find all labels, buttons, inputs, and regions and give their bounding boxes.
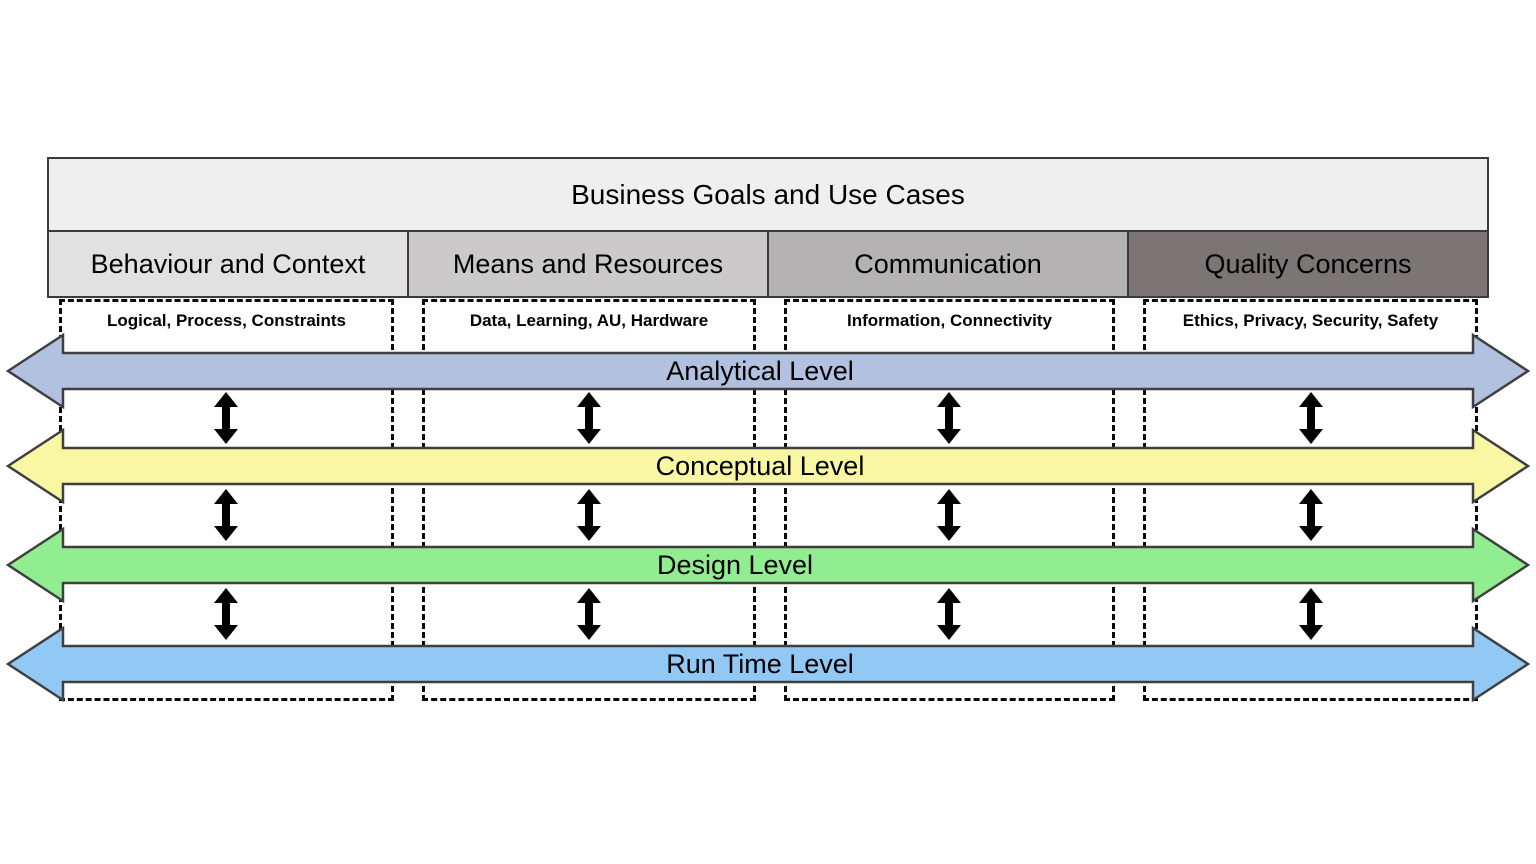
column-sublabel: Logical, Process, Constraints [106, 311, 346, 330]
column-header-behaviour-and-context: Behaviour and Context [49, 232, 409, 296]
vertical-double-arrow-icon [212, 489, 240, 541]
vertical-double-arrow-icon [935, 489, 963, 541]
vertical-double-arrow-icon [212, 392, 240, 444]
vertical-double-arrow-icon [1297, 392, 1325, 444]
column-sublabel: Data, Learning, AU, Hardware [469, 311, 709, 330]
level-band-analytical: Analytical Level [0, 331, 1536, 411]
column-sublabel: Ethics, Privacy, Security, Safety [1182, 311, 1439, 330]
column-header-means-and-resources: Means and Resources [409, 232, 769, 296]
level-label: Conceptual Level [656, 451, 865, 481]
double-arrow-horizontal-icon [5, 427, 1531, 505]
double-arrow-horizontal-icon [5, 526, 1531, 604]
vertical-double-arrow-icon [575, 489, 603, 541]
vertical-double-arrow-icon [212, 588, 240, 640]
vertical-double-arrow-icon [575, 392, 603, 444]
column-header-communication: Communication [769, 232, 1129, 296]
diagram-title: Business Goals and Use Cases [49, 159, 1487, 232]
level-band-run-time: Run Time Level [0, 624, 1536, 704]
vertical-double-arrow-icon [1297, 489, 1325, 541]
double-arrow-horizontal-icon [5, 332, 1531, 410]
column-header-quality-concerns: Quality Concerns [1129, 232, 1487, 296]
vertical-double-arrow-icon [935, 392, 963, 444]
level-label: Run Time Level [666, 649, 854, 679]
header-box: Business Goals and Use Cases Behaviour a… [47, 157, 1489, 298]
level-band-conceptual: Conceptual Level [0, 426, 1536, 506]
level-band-design: Design Level [0, 525, 1536, 605]
vertical-double-arrow-icon [1297, 588, 1325, 640]
level-label: Design Level [657, 550, 813, 580]
level-label: Analytical Level [666, 356, 854, 386]
dashed-column-communication: Information, Connectivity [784, 299, 1115, 701]
vertical-double-arrow-icon [935, 588, 963, 640]
column-header-row: Behaviour and Context Means and Resource… [49, 232, 1487, 296]
double-arrow-horizontal-icon [5, 625, 1531, 703]
column-sublabel: Information, Connectivity [847, 311, 1052, 330]
dashed-column-means-and-resources: Data, Learning, AU, Hardware [422, 299, 756, 701]
vertical-double-arrow-icon [575, 588, 603, 640]
